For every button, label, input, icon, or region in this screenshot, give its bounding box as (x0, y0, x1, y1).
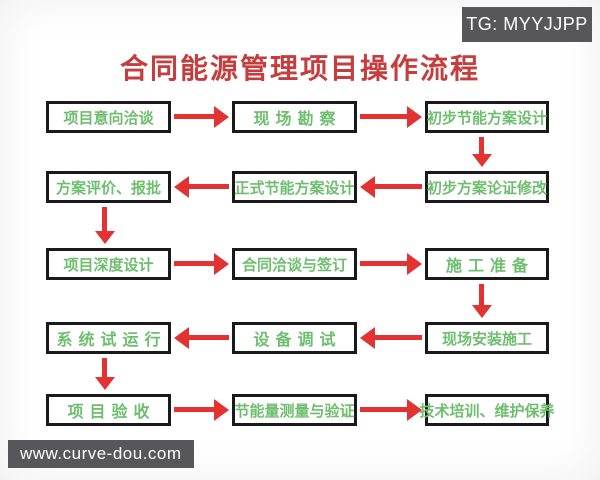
watermark-label: www.curve-dou.com (20, 444, 182, 463)
flow-step-label: 正式节能方案设计 (234, 180, 355, 197)
flow-step-label: 现场安装施工 (441, 331, 532, 348)
arrow-left-icon (360, 327, 422, 349)
arrow-right-icon (360, 253, 422, 275)
flow-step-label: 技术培训、维护保养 (419, 403, 555, 420)
arrow-right-icon (174, 253, 229, 275)
flow-step-label: 初步方案论证修改 (427, 180, 548, 197)
flow-step-label: 设备调试 (253, 332, 342, 349)
flow-step-box: 技术培训、维护保养 (420, 394, 555, 426)
flow-step-box: 现场安装施工 (425, 322, 549, 354)
arrow-left-icon (174, 327, 229, 349)
arrow-down-icon (94, 207, 115, 244)
flow-step-box: 项目意向洽谈 (46, 101, 171, 133)
flow-step-label: 项目验收 (67, 404, 156, 421)
flow-step-box: 现场勘察 (232, 101, 357, 133)
flow-step-label: 项目意向洽谈 (63, 110, 154, 127)
flow-step-label: 节能量测量与验证 (234, 403, 355, 420)
flow-step-label: 施工准备 (445, 258, 534, 275)
arrow-right-icon (174, 399, 229, 421)
flow-step-box: 系统试运行 (46, 322, 171, 354)
flow-step-box: 初步方案论证修改 (425, 171, 549, 203)
arrow-down-icon (94, 358, 115, 390)
flow-step-box: 方案评价、报批 (46, 171, 171, 203)
flow-step-box: 设备调试 (232, 322, 357, 354)
tg-badge: TG: MYYJJPP (462, 7, 592, 42)
page-title: 合同能源管理项目操作流程 (119, 54, 480, 85)
flow-step-label: 系统试运行 (56, 332, 167, 349)
flow-step-box: 初步节能方案设计 (425, 101, 549, 133)
arrow-right-icon (174, 106, 229, 128)
arrow-right-icon (360, 106, 422, 128)
arrow-left-icon (174, 176, 229, 198)
arrow-left-icon (360, 176, 422, 198)
tg-badge-label: TG: MYYJJPP (466, 14, 588, 34)
flow-step-label: 方案评价、报批 (55, 180, 161, 197)
flow-step-box: 节能量测量与验证 (232, 394, 357, 426)
flow-step-box: 合同洽谈与签订 (232, 248, 357, 280)
flow-step-label: 项目深度设计 (63, 257, 154, 274)
watermark-badge: www.curve-dou.com (8, 440, 194, 468)
flow-step-label: 现场勘察 (253, 111, 342, 128)
arrow-down-icon (472, 284, 492, 318)
flow-step-box: 施工准备 (425, 248, 549, 280)
flow-step-box: 正式节能方案设计 (232, 171, 357, 203)
arrow-down-icon (472, 137, 492, 167)
flow-step-label: 合同洽谈与签订 (241, 257, 347, 274)
arrow-right-icon (360, 399, 422, 421)
flow-step-label: 初步节能方案设计 (427, 110, 548, 127)
flow-step-box: 项目验收 (46, 394, 171, 426)
flow-step-box: 项目深度设计 (46, 248, 171, 280)
